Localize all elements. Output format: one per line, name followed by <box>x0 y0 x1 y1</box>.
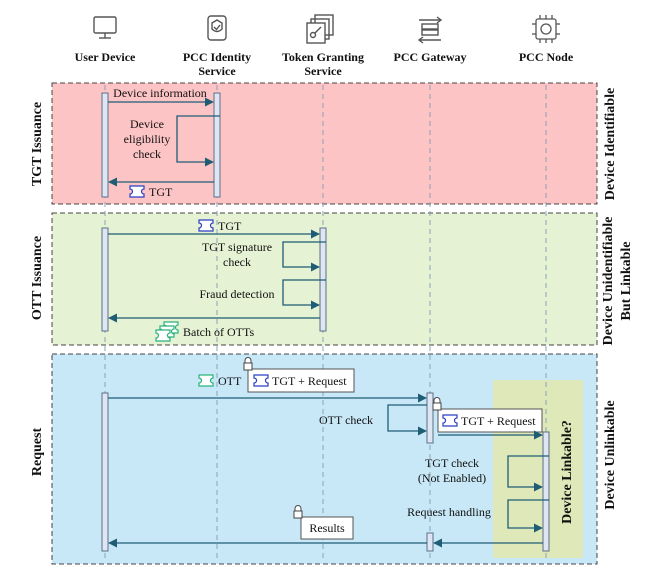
server-arrows-icon <box>417 16 443 44</box>
participant-pcc-identity-line2: Service <box>198 64 236 78</box>
ticket-icon <box>253 374 269 387</box>
key-stack-icon <box>306 14 334 44</box>
msg-ott-check: OTT check <box>319 413 373 427</box>
msg-batch-otts: Batch of OTTs <box>183 325 254 339</box>
arrow-fraud-detection <box>282 279 326 310</box>
ticket-icon <box>442 414 458 427</box>
lock-icon <box>432 397 442 411</box>
arrow-ott-check <box>387 404 427 436</box>
privacy-label-linkable: But Linkable <box>619 242 634 321</box>
ticket-icon <box>198 219 214 232</box>
shield-check-icon <box>207 15 227 41</box>
msg-tgt-check-2: (Not Enabled) <box>418 471 486 485</box>
msg-tgt-return: TGT <box>149 185 173 199</box>
msg-tgt-send: TGT <box>218 219 242 233</box>
msg-request-handling: Request handling <box>407 505 491 519</box>
participant-pcc-node: PCC Node <box>519 50 574 64</box>
tgt-request-box <box>247 368 355 393</box>
participant-token-granting: Token Granting <box>282 50 364 64</box>
monitor-icon <box>93 16 117 39</box>
ticket-icon <box>129 185 145 198</box>
phase-label-ott-issuance: OTT Issuance <box>30 236 45 320</box>
tgt-request-box-2 <box>437 408 543 433</box>
arrow-signature-check <box>282 241 326 272</box>
msg-tgt-request: TGT + Request <box>272 374 347 388</box>
msg-tgt-request-2: TGT + Request <box>461 414 536 428</box>
chip-brain-icon <box>532 15 560 43</box>
msg-results: Results <box>309 521 345 535</box>
phase-label-tgt-issuance: TGT Issuance <box>30 102 45 186</box>
participant-user-device: User Device <box>75 50 136 64</box>
msg-eligibility-1: Device <box>130 117 164 131</box>
msg-fraud-detection: Fraud detection <box>200 287 275 301</box>
arrow-tgt-check <box>507 455 549 492</box>
msg-eligibility-2: eligibility <box>124 132 171 146</box>
ticket-stack-icon <box>155 321 179 342</box>
msg-sig-check-2: check <box>223 255 251 269</box>
arrow-request-handling <box>507 499 549 533</box>
phase-panel-tgt-issuance <box>51 82 598 205</box>
phase-label-request: Request <box>30 428 45 477</box>
privacy-label-identifiable: Device Identifiable <box>603 88 618 200</box>
device-linkable-label: Device Linkable? <box>560 420 575 524</box>
results-box <box>300 516 354 540</box>
msg-ott: OTT <box>218 374 242 388</box>
ticket-icon <box>198 374 214 387</box>
msg-device-information: Device information <box>113 86 207 100</box>
lock-icon <box>243 357 253 371</box>
privacy-label-unlinkable: Device Unlinkable <box>603 400 618 509</box>
msg-sig-check-1: TGT signature <box>202 240 272 254</box>
participant-pcc-gateway: PCC Gateway <box>394 50 467 64</box>
participant-pcc-identity: PCC Identity <box>183 50 251 64</box>
arrow-eligibility-check <box>176 115 220 167</box>
participant-token-granting-line2: Service <box>304 64 342 78</box>
msg-eligibility-3: check <box>133 147 161 161</box>
msg-tgt-check-1: TGT check <box>425 456 479 470</box>
lock-icon <box>293 505 303 519</box>
privacy-label-unidentifiable: Device Unidentifiable <box>601 217 616 346</box>
